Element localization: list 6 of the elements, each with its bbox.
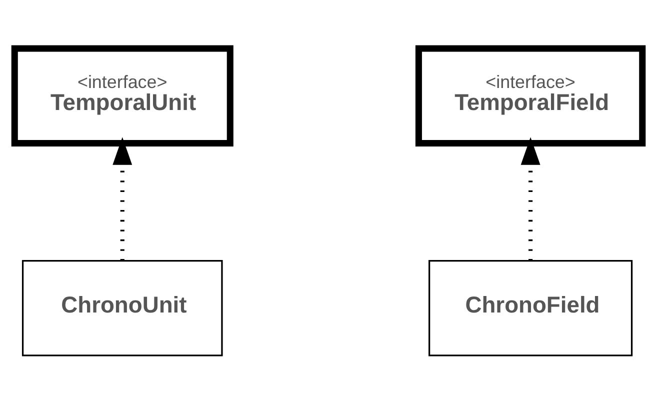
node-box: <interface> TemporalField [415, 45, 646, 146]
node-box: ChronoField [428, 260, 633, 356]
node-box: <interface> TemporalUnit [11, 45, 234, 146]
arrow [112, 137, 132, 261]
arrow [520, 137, 540, 261]
node-box: ChronoUnit [22, 260, 223, 356]
